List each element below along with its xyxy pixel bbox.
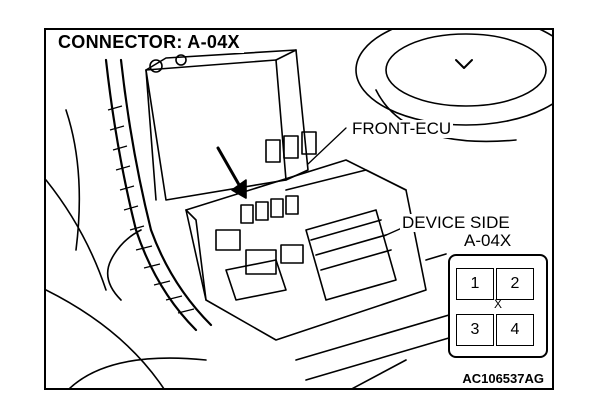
connector-pin-3: 3	[456, 314, 494, 346]
connector-center-mark: X	[494, 297, 503, 311]
diagram-title: CONNECTOR: A-04X	[54, 32, 244, 53]
diagram-frame: CONNECTOR: A-04X FRONT-ECU DEVICE SIDE A…	[44, 28, 554, 390]
figure-code: AC106537AG	[460, 371, 546, 386]
device-leader-line	[383, 227, 403, 237]
connector-pin-1: 1	[456, 268, 494, 300]
round-housing	[355, 30, 552, 126]
pointer-arrow	[216, 146, 244, 192]
device-side-label: DEVICE SIDE	[400, 213, 512, 232]
front-ecu-label: FRONT-ECU	[350, 119, 454, 138]
connector-pin-4: 4	[496, 314, 534, 346]
connector-pin-2: 2	[496, 268, 534, 300]
connector-face-diagram: 1 2 3 4 X	[448, 254, 548, 358]
relay-block	[145, 59, 287, 201]
device-connector-label: A-04X	[462, 231, 514, 250]
ecu-leader-line	[307, 127, 347, 165]
engine-bay-illustration	[46, 30, 552, 388]
